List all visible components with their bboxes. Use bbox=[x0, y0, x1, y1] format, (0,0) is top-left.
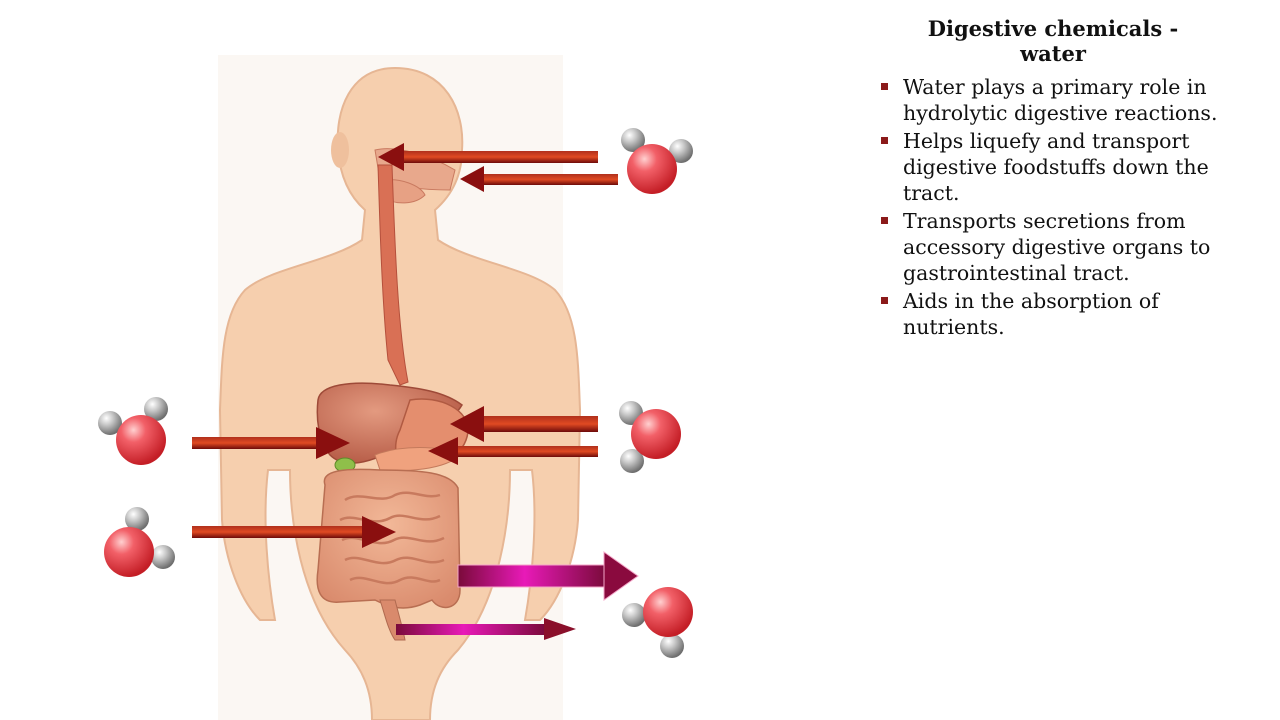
bullet-marker-icon bbox=[881, 137, 888, 144]
water-molecules bbox=[98, 128, 693, 658]
bullet-marker-icon bbox=[881, 83, 888, 90]
arrow-in-icon bbox=[378, 143, 598, 171]
bullet-marker-icon bbox=[881, 297, 888, 304]
water-molecule-icon bbox=[622, 587, 693, 658]
arrows-in bbox=[192, 143, 618, 548]
bullet-marker-icon bbox=[881, 217, 888, 224]
arrows-out bbox=[396, 551, 639, 640]
bullet-text: Water plays a primary role in hydrolytic… bbox=[903, 75, 1218, 125]
bullet-text: Transports secretions from accessory dig… bbox=[903, 209, 1211, 285]
water-molecule-icon bbox=[98, 397, 168, 465]
arrow-out-icon bbox=[396, 618, 576, 640]
bullet-text: Aids in the absorption of nutrients. bbox=[903, 289, 1159, 339]
digestive-organs bbox=[316, 148, 469, 641]
arrow-in-icon bbox=[460, 166, 618, 192]
digestive-system-diagram bbox=[98, 55, 693, 720]
water-molecule-icon bbox=[621, 128, 693, 194]
arrow-in-icon bbox=[450, 406, 598, 442]
large-intestine bbox=[316, 468, 461, 609]
water-molecule-icon bbox=[619, 401, 681, 473]
esophagus bbox=[377, 164, 409, 386]
bullet-item: Aids in the absorption of nutrients. bbox=[878, 288, 1238, 340]
bullet-text: Helps liquefy and transport digestive fo… bbox=[903, 129, 1209, 205]
bullet-item: Water plays a primary role in hydrolytic… bbox=[878, 74, 1238, 126]
arrow-in-icon bbox=[192, 516, 396, 548]
water-molecule-icon bbox=[104, 507, 175, 577]
bullet-item: Helps liquefy and transport digestive fo… bbox=[878, 128, 1238, 206]
bullet-list: Water plays a primary role in hydrolytic… bbox=[878, 74, 1238, 340]
text-panel: Digestive chemicals - water Water plays … bbox=[878, 16, 1238, 342]
arrow-out-icon bbox=[457, 551, 639, 601]
arrow-in-icon bbox=[428, 437, 598, 465]
slide-title-line-1: Digestive chemicals - bbox=[927, 16, 1179, 41]
arrow-in-icon bbox=[192, 427, 350, 459]
slide-title: Digestive chemicals - water bbox=[878, 16, 1238, 66]
slide-title-line-2: water bbox=[1020, 41, 1086, 66]
small-intestine bbox=[339, 491, 445, 585]
bullet-item: Transports secretions from accessory dig… bbox=[878, 208, 1238, 286]
